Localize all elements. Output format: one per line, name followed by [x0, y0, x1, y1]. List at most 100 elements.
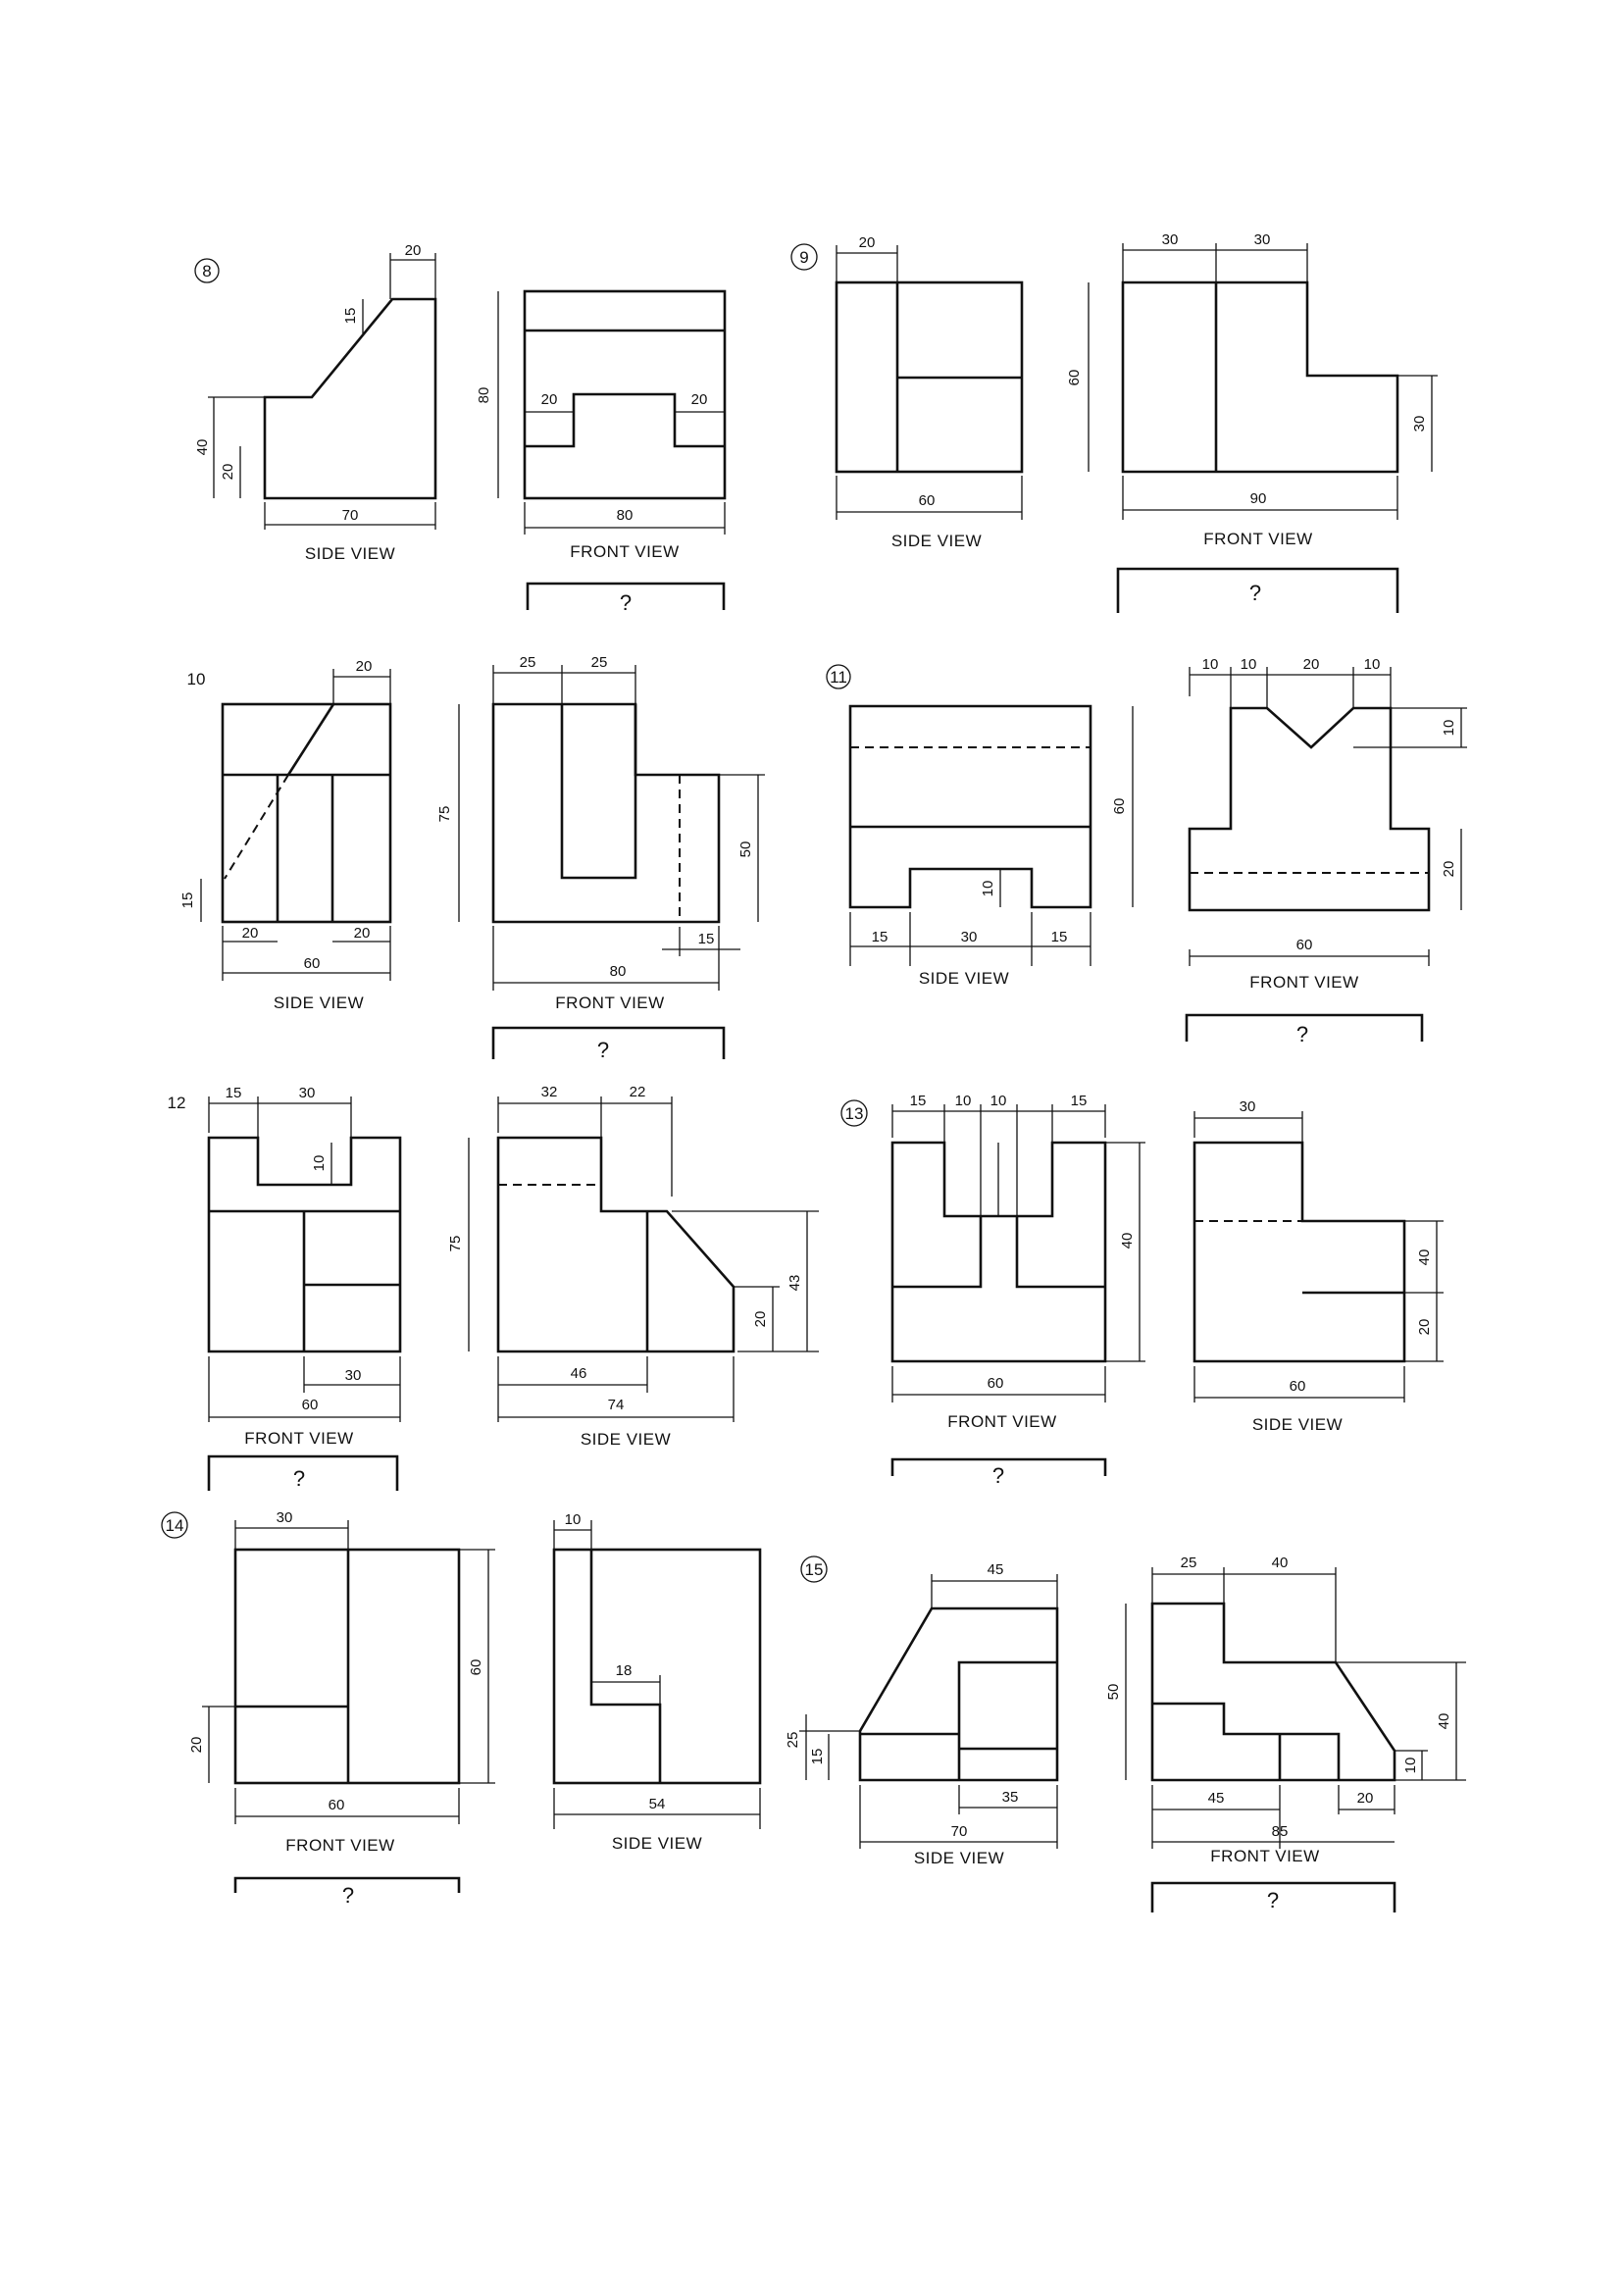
dimension-label: 15: [872, 929, 888, 945]
problem-number-circle: [840, 1099, 868, 1127]
dimension-label: 25: [520, 654, 536, 671]
front-view: 15 10 10 15 40 60 FRONT VIEW: [890, 1093, 1145, 1431]
front-view: 10 10 20 10 10 20 60 FRONT VIEW: [1188, 656, 1467, 992]
problem-number: 12: [168, 1094, 186, 1112]
dimension-label: 20: [1303, 656, 1320, 673]
problem-15: 15 45 25 15 35 70 SIDE VIEW 25 40 50: [785, 1555, 1466, 1912]
dimension-label: 60: [919, 492, 936, 509]
problem-number: 14: [166, 1516, 184, 1535]
dimension-label: 40: [1416, 1249, 1433, 1266]
dimension-label: 25: [785, 1732, 801, 1749]
answer-box: ?: [491, 1026, 726, 1062]
outline: [1121, 280, 1399, 474]
side-view: 60 10 15 30 15 SIDE VIEW: [848, 704, 1134, 988]
dimension-label: 15: [698, 931, 715, 947]
dimension-label: 15: [179, 892, 196, 909]
side-view: 20 60 SIDE VIEW: [835, 234, 1024, 550]
problem-number: 13: [845, 1104, 864, 1123]
dimension-label: 43: [787, 1275, 803, 1292]
dimension-label: 30: [961, 929, 978, 945]
dimension-label: 18: [616, 1662, 633, 1679]
answer-bracket: [1116, 567, 1399, 613]
problem-number-circle: [790, 243, 818, 271]
dimension-label: 15: [226, 1085, 242, 1101]
front-view: 25 25 75 50 15 80 FRONT VIEW: [436, 654, 765, 1012]
outline: [552, 1548, 762, 1785]
dimension-label: 20: [188, 1737, 205, 1754]
edge: [1152, 1702, 1341, 1780]
edge: [525, 392, 725, 448]
dimension-label: 45: [1208, 1790, 1225, 1807]
answer-bracket: [526, 582, 726, 610]
dimension-label: 75: [436, 806, 453, 823]
view-caption: FRONT VIEW: [244, 1429, 353, 1448]
answer-box: ?: [233, 1876, 461, 1908]
slot: [560, 704, 637, 880]
dimension-label: 46: [571, 1365, 587, 1382]
answer-box: ?: [526, 582, 726, 615]
dimension-label: 60: [1066, 370, 1083, 386]
outline: [491, 702, 721, 924]
dimension-label: 40: [1436, 1713, 1452, 1730]
answer-box: ?: [1116, 567, 1399, 613]
edge: [892, 1216, 1105, 1289]
view-caption: FRONT VIEW: [555, 994, 664, 1012]
dimension-label: 20: [356, 658, 373, 675]
dimension-label: 80: [610, 963, 627, 980]
outline: [221, 702, 392, 924]
dimension-label: 30: [299, 1085, 316, 1101]
view-caption: FRONT VIEW: [1249, 973, 1358, 992]
view-caption: SIDE VIEW: [914, 1849, 1004, 1867]
view-caption: SIDE VIEW: [612, 1834, 702, 1853]
dimension-label: 20: [1416, 1319, 1433, 1336]
dimension-label: 70: [342, 507, 359, 524]
dimension-label: 20: [1357, 1790, 1374, 1807]
question-mark: ?: [597, 1038, 609, 1062]
edge: [589, 1550, 662, 1783]
view-caption: FRONT VIEW: [1203, 530, 1312, 548]
answer-box: ?: [1150, 1881, 1396, 1912]
problem-number-circle: [800, 1555, 828, 1583]
dimension-label: 20: [354, 925, 371, 942]
dimension-label: 45: [988, 1561, 1004, 1578]
outline: [207, 1136, 402, 1353]
view-caption: SIDE VIEW: [919, 969, 1009, 988]
dimension-label: 50: [1105, 1684, 1122, 1701]
dimension-label: 20: [220, 464, 236, 481]
dimension-label: 85: [1272, 1823, 1289, 1840]
outline: [890, 1141, 1107, 1363]
dimension-label: 15: [910, 1093, 927, 1109]
view-caption: FRONT VIEW: [285, 1836, 394, 1855]
view-caption: SIDE VIEW: [305, 544, 395, 563]
dimension-label: 10: [955, 1093, 972, 1109]
problem-number-circle: [194, 258, 220, 283]
problem-number: 9: [799, 248, 808, 267]
dimension-label: 60: [329, 1797, 345, 1813]
dimension-label: 60: [302, 1397, 319, 1413]
view-caption: FRONT VIEW: [570, 542, 679, 561]
answer-box: ?: [207, 1454, 399, 1491]
dimension-label: 74: [608, 1397, 625, 1413]
dimension-label: 10: [1202, 656, 1219, 673]
dimension-label: 10: [980, 881, 996, 897]
dimension-label: 15: [809, 1749, 826, 1765]
view-caption: SIDE VIEW: [274, 994, 364, 1012]
dimension-label: 15: [342, 308, 359, 325]
front-view: 30 60 20 60 FRONT VIEW: [188, 1509, 495, 1855]
dimension-label: 30: [345, 1367, 362, 1384]
answer-bracket: [491, 1026, 726, 1059]
dimension-label: 20: [405, 242, 422, 259]
dimension-label: 22: [630, 1084, 646, 1100]
problem-9: 9 20 60 SIDE VIEW 30 30 60 30 90 FRONT V…: [790, 231, 1438, 613]
dimension-label: 75: [447, 1236, 464, 1252]
dimension-label: 20: [242, 925, 259, 942]
problem-number-circle: [161, 1511, 188, 1539]
view-caption: SIDE VIEW: [891, 532, 982, 550]
question-mark: ?: [1249, 581, 1261, 605]
front-view: 30 30 60 30 90 FRONT VIEW: [1066, 231, 1438, 548]
dimension-label: 20: [541, 391, 558, 408]
problem-number: 10: [187, 670, 206, 688]
dimension-label: 30: [277, 1509, 293, 1526]
edge: [286, 703, 335, 776]
side-view: 20 15 40 20 70 SIDE VIEW: [194, 242, 437, 563]
